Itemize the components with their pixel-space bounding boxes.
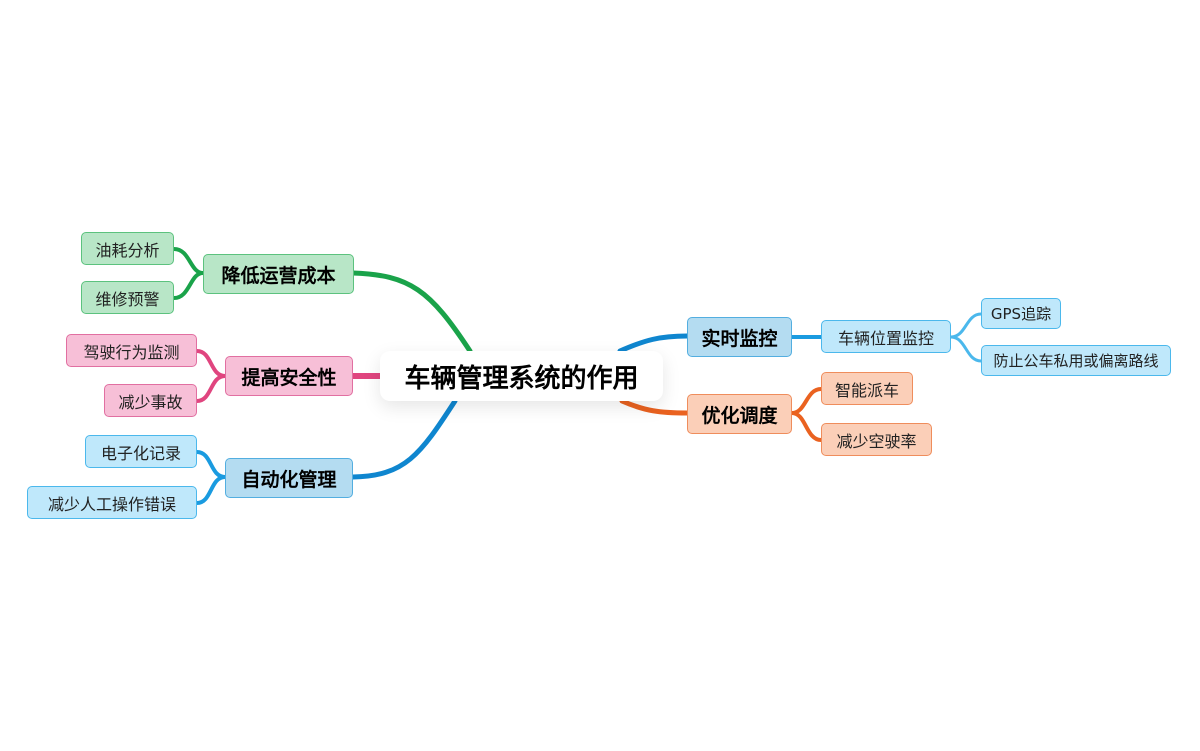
link-position-misuse: [950, 335, 982, 363]
link-dispatch-empty: [791, 411, 822, 442]
subtopic-vehicle-location[interactable]: 车辆位置监控: [821, 320, 951, 353]
link-cost-repair: [173, 271, 204, 300]
subtopic-driving-monitor[interactable]: 驾驶行为监测: [66, 334, 197, 367]
subtopic-prevent-misuse[interactable]: 防止公车私用或偏离路线: [981, 345, 1171, 376]
topic-improve-safety[interactable]: 提高安全性: [225, 356, 353, 396]
link-root-dispatch: [619, 398, 690, 416]
subtopic-reduce-accidents[interactable]: 减少事故: [104, 384, 197, 417]
link-cost-fuel: [173, 247, 204, 275]
subtopic-reduce-empty-runs[interactable]: 减少空驶率: [821, 423, 932, 456]
subtopic-gps-tracking[interactable]: GPS追踪: [981, 298, 1061, 329]
subtopic-fuel-analysis[interactable]: 油耗分析: [81, 232, 174, 265]
topic-realtime-monitoring[interactable]: 实时监控: [687, 317, 792, 357]
link-root-cost: [350, 270, 473, 354]
link-safety-driving: [196, 349, 226, 378]
subtopic-reduce-manual-errors[interactable]: 减少人工操作错误: [27, 486, 197, 519]
subtopic-maintenance-alert[interactable]: 维修预警: [81, 281, 174, 314]
link-safety-accident: [196, 374, 226, 403]
link-root-auto: [350, 398, 458, 480]
topic-automation[interactable]: 自动化管理: [225, 458, 353, 498]
link-dispatch-smart: [791, 387, 822, 415]
topic-reduce-cost[interactable]: 降低运营成本: [203, 254, 354, 294]
root-topic[interactable]: 车辆管理系统的作用: [380, 351, 663, 401]
topic-optimize-dispatch[interactable]: 优化调度: [687, 394, 792, 434]
subtopic-digital-records[interactable]: 电子化记录: [85, 435, 197, 468]
link-root-monitor: [617, 333, 690, 354]
link-auto-record: [196, 450, 226, 479]
link-position-gps: [950, 312, 982, 339]
link-auto-error: [196, 475, 226, 505]
subtopic-smart-dispatch[interactable]: 智能派车: [821, 372, 913, 405]
